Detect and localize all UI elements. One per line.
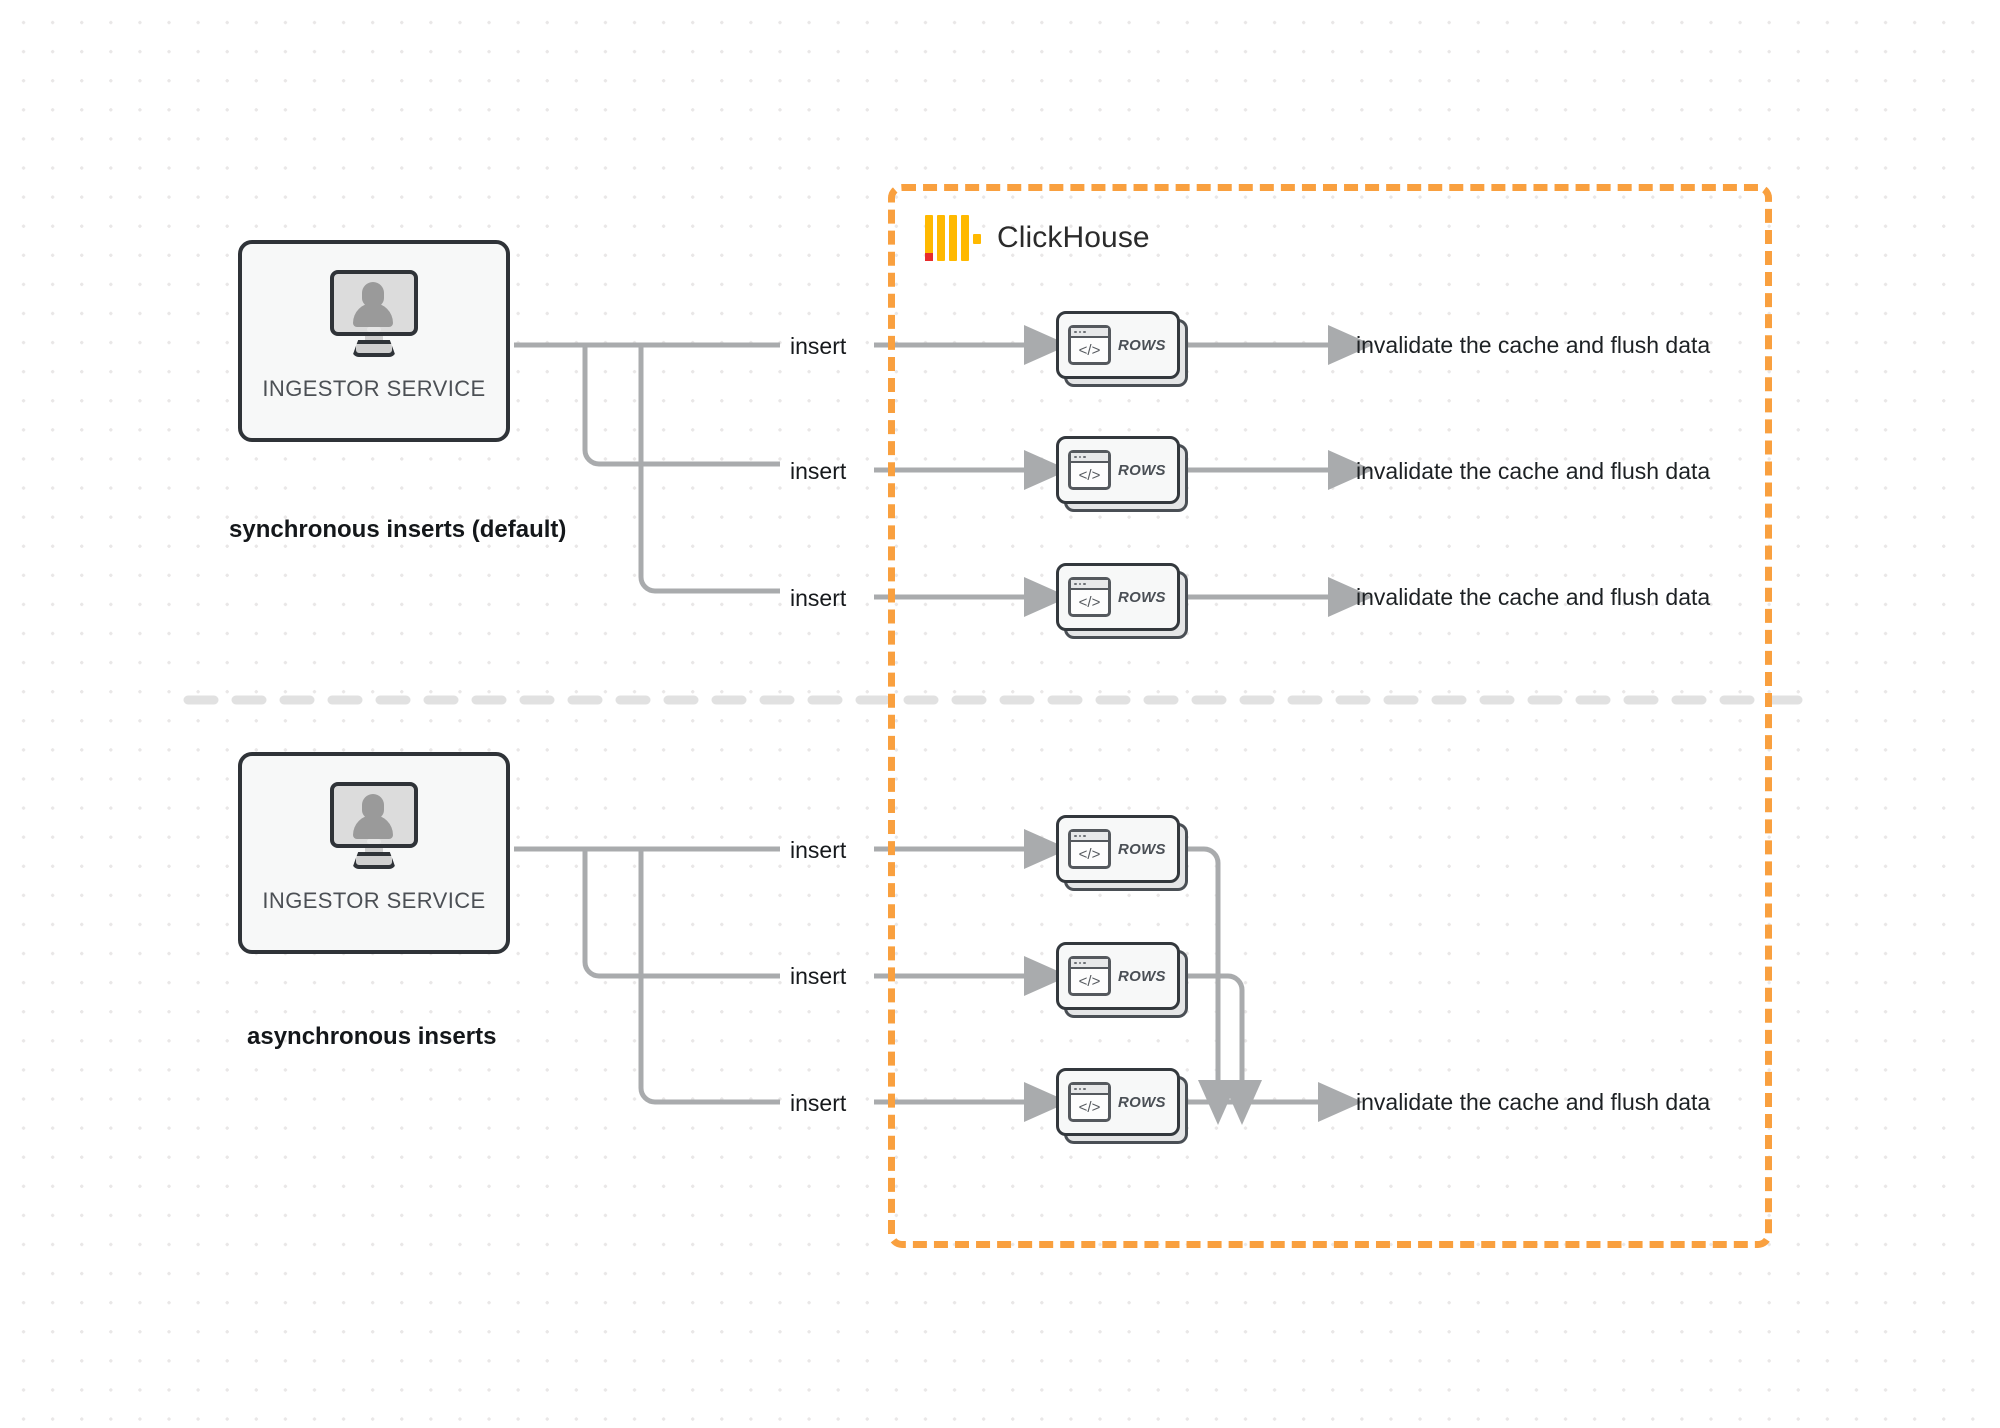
clickhouse-header: ClickHouse: [925, 215, 1150, 261]
rows-card-sync-2[interactable]: </> ROWS: [1056, 436, 1188, 512]
rows-card-label: ROWS: [1118, 461, 1166, 479]
rows-card-label: ROWS: [1118, 967, 1166, 985]
clickhouse-boundary: [888, 184, 1772, 1248]
monitor-user-icon: [326, 782, 422, 870]
section-caption-sync: synchronous inserts (default): [229, 516, 567, 543]
ingestor-service-label-async: INGESTOR SERVICE: [262, 888, 486, 913]
insert-label-sync-2: insert: [790, 458, 847, 484]
section-caption-async: asynchronous inserts: [247, 1023, 497, 1050]
insert-label-sync-1: insert: [790, 333, 847, 359]
clickhouse-label: ClickHouse: [997, 221, 1150, 254]
result-label-sync-3: invalidate the cache and flush data: [1356, 584, 1711, 610]
insert-label-sync-3: insert: [790, 585, 847, 611]
code-window-icon: </>: [1068, 1082, 1111, 1122]
async-wire-row3-left: [638, 849, 780, 1105]
rows-card-label: ROWS: [1118, 840, 1166, 858]
async-wire-row2-left: [582, 849, 780, 979]
clickhouse-logo-icon: [925, 215, 981, 261]
ingestor-service-label-sync: INGESTOR SERVICE: [262, 376, 486, 401]
insert-label-async-1: insert: [790, 837, 847, 863]
result-label-async-merged: invalidate the cache and flush data: [1356, 1089, 1711, 1115]
insert-label-async-2: insert: [790, 963, 847, 989]
result-label-sync-2: invalidate the cache and flush data: [1356, 458, 1711, 484]
rows-card-sync-1[interactable]: </> ROWS: [1056, 311, 1188, 387]
ingestor-service-sync[interactable]: INGESTOR SERVICE: [238, 240, 510, 442]
code-window-icon: </>: [1068, 577, 1111, 617]
rows-card-sync-3[interactable]: </> ROWS: [1056, 563, 1188, 639]
rows-card-label: ROWS: [1118, 588, 1166, 606]
result-label-sync-1: invalidate the cache and flush data: [1356, 332, 1711, 358]
monitor-user-icon: [326, 270, 422, 358]
sync-wire-row3-left: [638, 345, 780, 594]
rows-card-async-3[interactable]: </> ROWS: [1056, 1068, 1188, 1144]
code-window-icon: </>: [1068, 325, 1111, 365]
rows-card-label: ROWS: [1118, 1093, 1166, 1111]
rows-card-label: ROWS: [1118, 336, 1166, 354]
code-window-icon: </>: [1068, 450, 1111, 490]
code-window-icon: </>: [1068, 829, 1111, 869]
rows-card-async-2[interactable]: </> ROWS: [1056, 942, 1188, 1018]
code-window-icon: </>: [1068, 956, 1111, 996]
rows-card-async-1[interactable]: </> ROWS: [1056, 815, 1188, 891]
insert-label-async-3: insert: [790, 1090, 847, 1116]
ingestor-service-async[interactable]: INGESTOR SERVICE: [238, 752, 510, 954]
sync-wire-row2-left: [582, 345, 780, 467]
